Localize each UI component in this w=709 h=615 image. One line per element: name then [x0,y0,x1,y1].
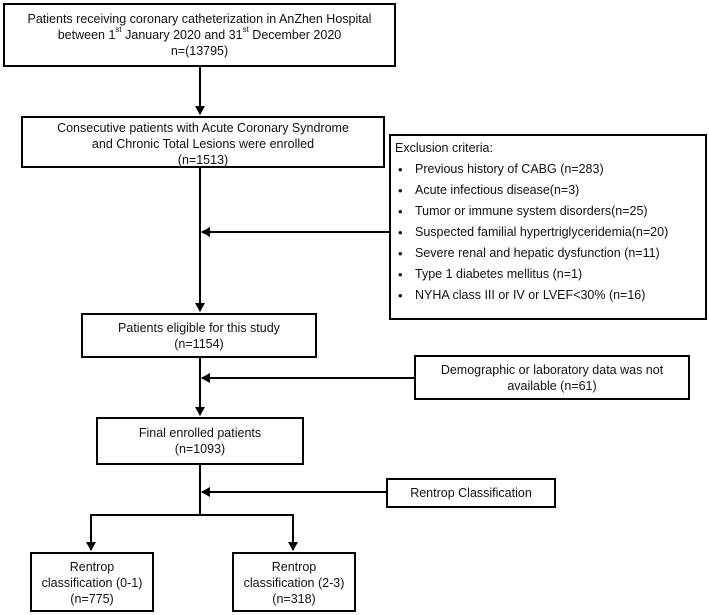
group-high-line1: Rentrop [271,560,317,574]
group-low-line1: Rentrop [69,560,115,574]
exclusion-item: Suspected familial hypertriglyceridemia(… [395,222,699,243]
screened-patients-box: Patients receiving coronary catheterizat… [3,3,396,67]
enrolled-count: (n=1513) [177,153,229,167]
enrolled-line2: and Chronic Total Lesions were enrolled [91,137,315,151]
group-high-line2: classification (2-3) [243,576,345,590]
rentrop-high-group-box: Rentrop classification (2-3) (n=318) [232,552,356,612]
group-high-count: (n=318) [272,592,316,606]
missing-line2: available (n=61) [507,379,597,393]
final-line1: Final enrolled patients [138,426,262,440]
final-enrolled-box: Final enrolled patients (n=1093) [96,417,304,465]
eligible-patients-box: Patients eligible for this study (n=1154… [81,313,317,358]
screened-count: n=(13795) [170,44,229,58]
missing-line1: Demographic or laboratory data was not [440,363,664,377]
group-low-count: (n=775) [70,592,114,606]
exclusion-item: Tumor or immune system disorders(n=25) [395,201,699,222]
exclusion-list: Previous history of CABG (n=283) Acute i… [395,159,699,306]
enrolled-line1: Consecutive patients with Acute Coronary… [57,121,349,135]
eligible-count: (n=1154) [174,337,224,351]
exclusion-item: NYHA class III or IV or LVEF<30% (n=16) [395,285,699,306]
missing-data-box: Demographic or laboratory data was not a… [414,355,690,400]
exclusion-item: Previous history of CABG (n=283) [395,159,699,180]
group-low-line2: classification (0-1) [41,576,143,590]
eligible-line1: Patients eligible for this study [118,321,280,335]
rentrop-low-group-box: Rentrop classification (0-1) (n=775) [30,552,154,612]
exclusion-criteria-box: Exclusion criteria: Previous history of … [389,134,707,320]
exclusion-item: Acute infectious disease(n=3) [395,180,699,201]
exclusion-title: Exclusion criteria: [395,141,493,155]
final-count: (n=1093) [174,442,226,456]
enrolled-patients-box: Consecutive patients with Acute Coronary… [21,116,385,168]
rentrop-classification-box: Rentrop Classification [386,478,556,508]
screened-line2: between 1st January 2020 and 31st Decemb… [57,24,342,42]
exclusion-item: Severe renal and hepatic dysfunction (n=… [395,243,699,264]
classification-label: Rentrop Classification [410,486,532,500]
exclusion-item: Type 1 diabetes mellitus (n=1) [395,264,699,285]
screened-line1: Patients receiving coronary catheterizat… [27,12,372,26]
